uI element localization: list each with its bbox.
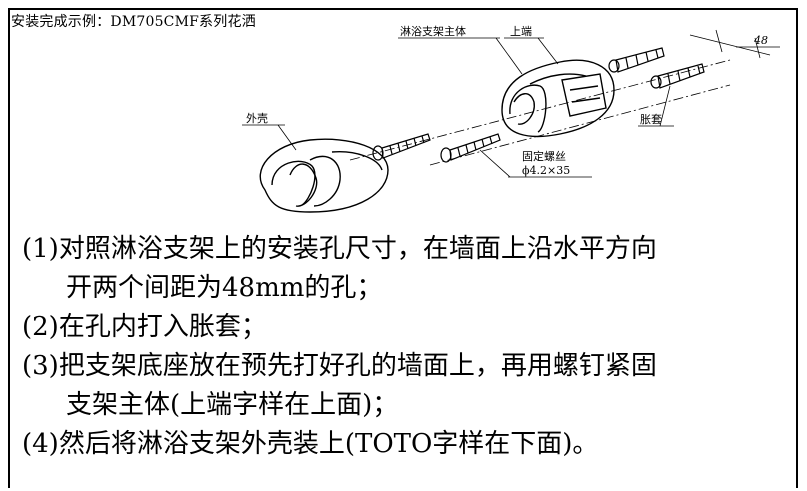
drawing-frame bbox=[8, 8, 798, 488]
screw-right bbox=[440, 133, 501, 163]
bracket-main-body bbox=[501, 59, 615, 138]
installation-steps: (1)对照淋浴支架上的安装孔尺寸，在墙面上沿水平方向 开两个间距为48mm的孔；… bbox=[22, 230, 792, 464]
step-3-line-1: (3)把支架底座放在预先打好孔的墙面上，再用螺钉紧固 bbox=[22, 351, 657, 381]
screw-name-label: 固定螺丝 bbox=[522, 149, 566, 163]
top-end-leader-pointer bbox=[537, 37, 559, 65]
anchor-lower bbox=[650, 63, 705, 89]
screw-left bbox=[372, 133, 431, 161]
shell-label: 外壳 bbox=[246, 111, 268, 125]
top-end-label: 上端 bbox=[510, 25, 532, 38]
step-2: (2)在孔内打入胀套； bbox=[22, 312, 267, 342]
main-body-label: 淋浴支架主体 bbox=[400, 24, 466, 38]
step-1-line-2: 开两个间距为48mm的孔； bbox=[66, 273, 383, 303]
shell-outer-cover bbox=[259, 138, 389, 213]
anchor-upper bbox=[608, 47, 665, 73]
main-body-leader-pointer bbox=[495, 37, 523, 75]
screw-size-label: ϕ4.2×35 bbox=[522, 164, 570, 177]
step-3-line-2: 支架主体(上端字样在上面)； bbox=[66, 390, 399, 420]
anchor-label: 胀套 bbox=[640, 113, 662, 126]
anchor-leader bbox=[659, 85, 671, 127]
figure-caption: 安装完成示例：DM705CMF系列花洒 bbox=[11, 14, 256, 30]
installation-diagram: 48 外壳 固定螺丝 ϕ4.2×35 淋浴支架主体 上端 bbox=[242, 24, 780, 213]
screw-leader bbox=[479, 149, 511, 178]
assembly-centerlines bbox=[349, 59, 731, 166]
shell-leader-pointer bbox=[277, 124, 297, 151]
dimension-48 bbox=[689, 29, 780, 59]
step-4: (4)然后将淋浴支架外壳装上(TOTO字样在下面)。 bbox=[22, 429, 599, 459]
dimension-48-label: 48 bbox=[753, 34, 768, 47]
step-1-line-1: (1)对照淋浴支架上的安装孔尺寸，在墙面上沿水平方向 bbox=[22, 234, 657, 264]
